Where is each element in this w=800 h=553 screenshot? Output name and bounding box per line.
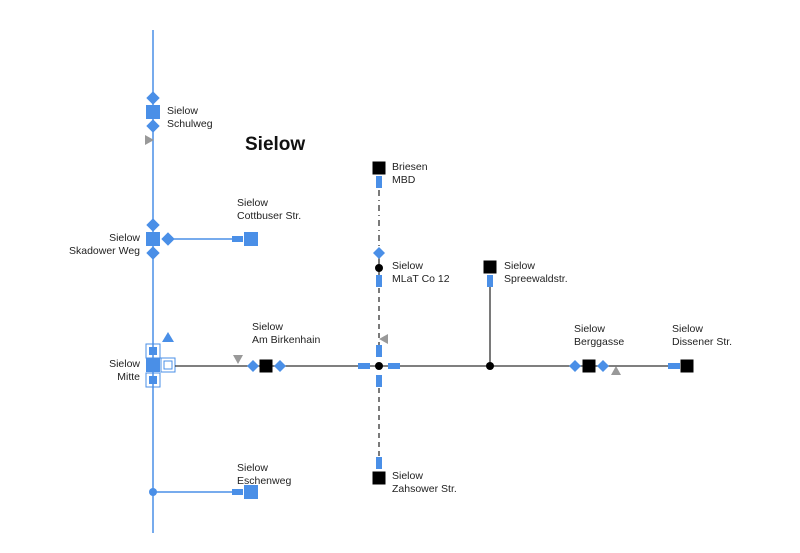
station-birkenhain-node[interactable]: [259, 359, 273, 373]
switch-diamond-icon[interactable]: [373, 247, 385, 259]
station-mlat-node[interactable]: [375, 264, 383, 272]
busbar-section-icon: [149, 376, 157, 384]
breaker-icon: [376, 275, 382, 287]
station-mitte-node[interactable]: [146, 358, 160, 372]
triangle-marker-icon: [145, 135, 154, 145]
breaker-icon: [232, 236, 243, 242]
breaker-icon: [376, 345, 382, 357]
station-dissener-node[interactable]: [680, 359, 694, 373]
switch-diamond-icon[interactable]: [569, 360, 581, 372]
station-eschenweg-node[interactable]: [244, 485, 258, 499]
breaker-icon: [668, 363, 680, 369]
station-cottbuser-node[interactable]: [244, 232, 258, 246]
breaker-icon: [376, 457, 382, 469]
breaker-icon: [376, 375, 382, 387]
diagram-title: Sielow: [245, 134, 306, 155]
station-spreewald-node[interactable]: [483, 260, 497, 274]
breaker-icon: [232, 489, 243, 495]
junction-dot-icon: [486, 362, 494, 370]
breaker-icon: [376, 176, 382, 188]
breaker-icon: [388, 363, 400, 369]
triangle-marker-icon: [233, 355, 243, 364]
open-switch-icon[interactable]: [163, 360, 173, 370]
triangle-marker-icon: [379, 334, 388, 344]
breaker-icon: [358, 363, 370, 369]
triangle-up-icon: [162, 332, 174, 342]
switch-diamond-icon[interactable]: [146, 119, 160, 133]
switch-diamond-icon[interactable]: [597, 360, 609, 372]
breaker-icon: [487, 275, 493, 287]
switch-diamond-icon[interactable]: [247, 360, 259, 372]
switch-diamond-icon[interactable]: [146, 91, 160, 105]
switch-diamond-icon[interactable]: [274, 360, 286, 372]
switch-diamond-icon[interactable]: [146, 246, 160, 260]
junction-dot-icon: [375, 362, 383, 370]
switch-diamond-icon[interactable]: [146, 218, 160, 232]
station-berggasse-node[interactable]: [582, 359, 596, 373]
triangle-marker-icon: [611, 366, 621, 375]
busbar-section-icon: [149, 347, 157, 355]
station-briesen-node[interactable]: [372, 161, 386, 175]
station-skadower-node[interactable]: [146, 232, 160, 246]
station-zahsower-node[interactable]: [372, 471, 386, 485]
station-schulweg-node[interactable]: [146, 105, 160, 119]
switch-diamond-icon[interactable]: [161, 232, 175, 246]
